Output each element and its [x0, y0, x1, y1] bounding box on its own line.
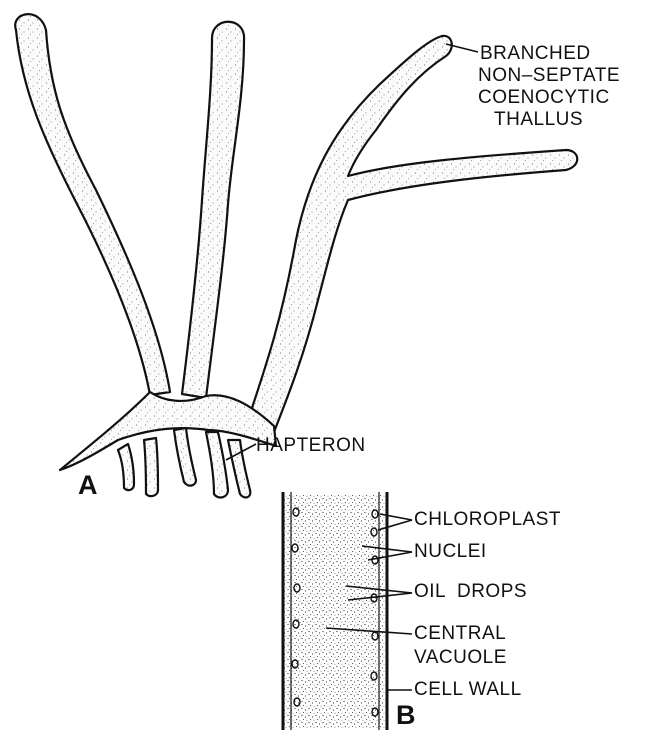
label-chloroplast: CHLOROPLAST [414, 510, 561, 530]
hapteron-rhizoids [118, 428, 250, 497]
label-thallus-line3: COENOCYTIC [478, 88, 610, 108]
label-thallus-line4: THALLUS [494, 110, 583, 130]
label-oil-drops: OIL DROPS [414, 582, 527, 602]
label-thallus-line2: NON–SEPTATE [478, 66, 620, 86]
label-thallus-line1: BRANCHED [480, 44, 591, 64]
label-part-a: A [78, 470, 98, 501]
filament-section [283, 492, 387, 730]
label-part-b: B [396, 700, 416, 731]
label-hapteron: HAPTERON [256, 436, 366, 456]
middle-filament [182, 22, 244, 398]
label-central-vacuole-line2: VACUOLE [414, 648, 507, 668]
label-nuclei: NUCLEI [414, 542, 487, 562]
left-filament [15, 14, 170, 395]
label-cell-wall: CELL WALL [414, 680, 522, 700]
label-central-vacuole-line1: CENTRAL [414, 624, 506, 644]
